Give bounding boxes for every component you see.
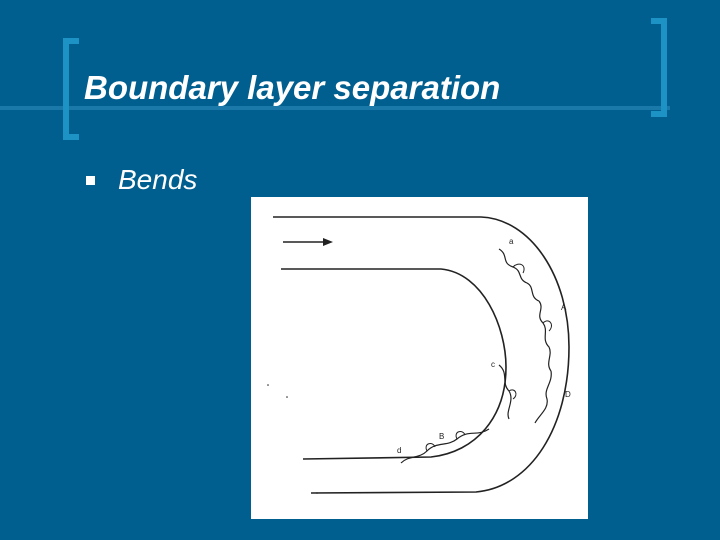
left-bracket-decoration (63, 38, 79, 140)
label-c: c (491, 360, 495, 369)
slide-title: Boundary layer separation (84, 69, 501, 106)
label-a: a (509, 237, 514, 246)
inner-eddy-2 (508, 389, 517, 400)
right-bracket-decoration (651, 18, 667, 117)
outer-eddy-3 (538, 300, 552, 372)
label-D: D (565, 390, 571, 399)
inner-wall (281, 268, 507, 460)
label-d: d (397, 446, 401, 455)
square-bullet-icon (86, 176, 95, 185)
outer-eddy-4 (542, 320, 552, 332)
bend-flow-diagram: a A c D B d (251, 197, 588, 519)
bullet-bends: Bends (118, 164, 198, 195)
label-A: A (561, 303, 567, 312)
inner-eddy-3 (400, 428, 490, 464)
inner-eddy-1 (498, 364, 512, 420)
title-underline (0, 106, 670, 110)
bend-flow-svg: a A c D B d (267, 216, 571, 494)
label-B: B (439, 432, 444, 441)
outer-eddy-2 (512, 263, 525, 274)
inner-eddy-4 (455, 431, 466, 440)
outer-eddy-1 (498, 248, 540, 302)
inner-eddy-5 (425, 443, 436, 452)
outer-eddy-5 (534, 370, 552, 424)
flow-arrow-icon (283, 238, 333, 246)
outer-wall (273, 216, 570, 494)
